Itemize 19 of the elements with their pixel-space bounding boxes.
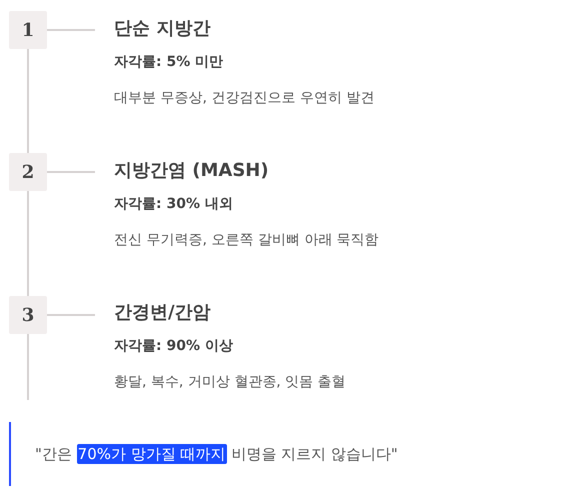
stage-title: 지방간염 (MASH) bbox=[114, 159, 270, 183]
connector-line bbox=[47, 314, 95, 316]
stage-title: 간경변/간암 bbox=[114, 301, 212, 325]
awareness-rate: 자각률: 5% 미만 bbox=[114, 53, 224, 72]
stage-title: 단순 지방간 bbox=[114, 17, 212, 41]
awareness-rate: 자각률: 90% 이상 bbox=[114, 337, 234, 356]
symptom-text: 전신 무기력증, 오른쪽 갈비뼈 아래 묵직함 bbox=[114, 231, 380, 250]
connector-line bbox=[47, 29, 95, 31]
step-number: 2 bbox=[9, 153, 47, 191]
connector-line bbox=[27, 191, 29, 296]
connector-line bbox=[47, 171, 95, 173]
symptom-text: 황달, 복수, 거미상 혈관종, 잇몸 출혈 bbox=[114, 373, 347, 392]
quote-text: "간은 70%가 망가질 때까지 비명을 지르지 않습니다" bbox=[35, 444, 398, 464]
connector-line bbox=[27, 334, 29, 400]
step-number: 1 bbox=[9, 11, 47, 49]
awareness-rate: 자각률: 30% 내외 bbox=[114, 195, 234, 214]
connector-line bbox=[27, 49, 29, 153]
symptom-text: 대부분 무증상, 건강검진으로 우연히 발견 bbox=[114, 89, 376, 108]
step-number: 3 bbox=[9, 296, 47, 334]
